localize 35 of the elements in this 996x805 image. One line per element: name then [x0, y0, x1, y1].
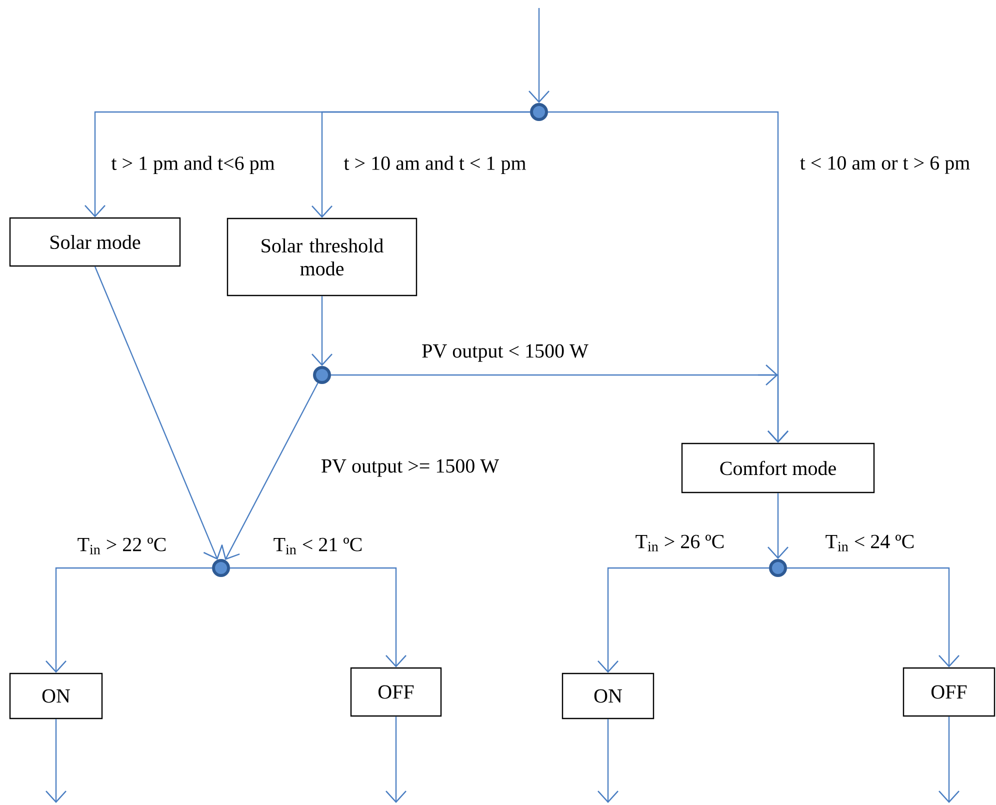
edge-label: PV output < 1500 W: [422, 344, 588, 362]
arrow: [787, 567, 960, 668]
junction-dot: [313, 366, 331, 384]
arrow: [221, 382, 318, 560]
edge-label: T$_{in}$ > 26 ºC: [636, 534, 724, 552]
arrow: [386, 716, 406, 803]
arrow: [768, 493, 788, 559]
process-box: Comfort mode: [681, 442, 875, 494]
edge-label: T$_{in}$ > 22 ºC: [78, 538, 166, 554]
arrow: [938, 716, 960, 803]
junction-dot: [769, 559, 787, 577]
edge-label: t < 10 am or t > 6 pm: [800, 156, 970, 174]
process-box: OFF: [902, 667, 996, 717]
arrow: [598, 567, 769, 673]
arrow: [46, 567, 212, 673]
arrow: [312, 296, 332, 366]
process-box: OFF: [350, 667, 442, 717]
arrow: [46, 719, 66, 803]
arrow: [331, 364, 788, 443]
arrow: [312, 111, 530, 218]
edge-label: T$_{in}$ < 24 ºC: [826, 534, 914, 552]
arrow: [94, 266, 223, 560]
arrow: [528, 8, 550, 103]
process-box: Solar threshold mode: [226, 218, 418, 296]
arrow: [230, 567, 406, 668]
edge-label: t > 1 pm and t<6 pm: [111, 156, 275, 174]
edge-label: t > 10 am and t < 1 pm: [344, 156, 526, 174]
process-box: Solar mode: [9, 217, 181, 267]
junction-dot: [212, 559, 230, 577]
edge-label: T$_{in}$ < 21 ºC: [274, 538, 362, 554]
junction-dot: [530, 103, 548, 121]
edge-label: PV output >= 1500 W: [322, 459, 500, 477]
arrow: [598, 719, 618, 803]
process-box: ON: [562, 672, 654, 720]
process-box: ON: [9, 672, 103, 720]
